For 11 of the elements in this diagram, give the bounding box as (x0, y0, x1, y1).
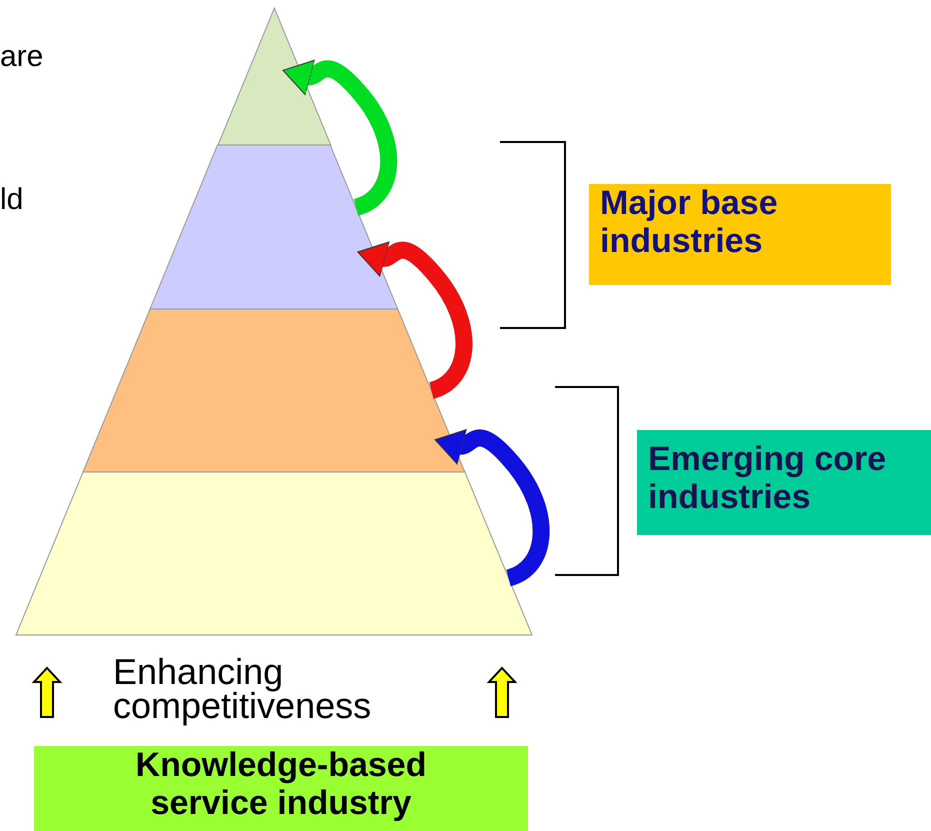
pyramid-tier (83, 309, 465, 472)
note-text: ld (0, 183, 24, 216)
label-box: Emerging core industries (637, 430, 931, 535)
note-text: Enhancing competitiveness (113, 655, 372, 724)
curved-arrow (282, 58, 397, 216)
pyramid-tier (16, 472, 532, 635)
pyramid-top (218, 8, 330, 145)
label-box: Major base industries (589, 184, 891, 285)
label-box: Knowledge-based service industry (34, 746, 528, 831)
note-text: are (0, 40, 44, 73)
pyramid-tier (150, 145, 398, 309)
